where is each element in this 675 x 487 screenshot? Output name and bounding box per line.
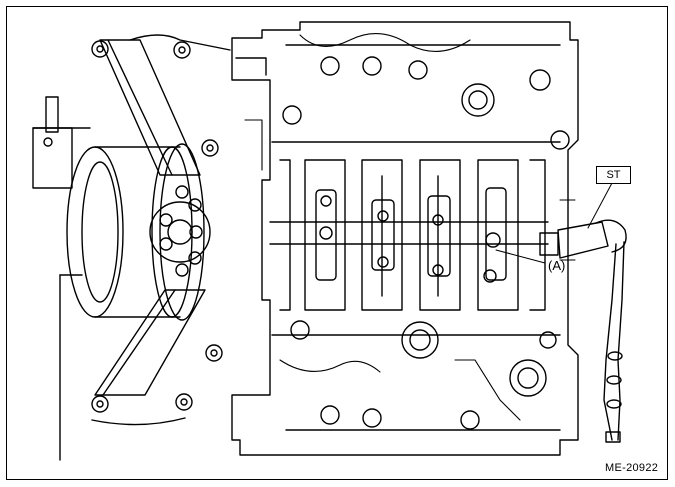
callout-leaders — [495, 182, 613, 264]
crankshaft — [269, 175, 549, 297]
figure-id: ME-20922 — [605, 462, 659, 474]
conrod-bolts — [319, 195, 501, 283]
ratchet-tool — [539, 219, 627, 443]
block-details — [244, 33, 576, 421]
engine-block — [231, 21, 579, 456]
part-a-label: (A) — [548, 258, 566, 273]
block-bosses-top — [282, 56, 570, 150]
drive-belts — [91, 34, 231, 426]
pulley-bolts — [159, 185, 203, 277]
belt-bolts — [91, 40, 223, 413]
bore-webs — [279, 159, 546, 311]
figure-frame — [6, 6, 668, 480]
block-bosses-bottom — [290, 320, 557, 430]
left-bracket — [32, 96, 91, 461]
crank-pulley — [66, 143, 211, 321]
special-tool-callout: ST — [596, 166, 631, 184]
